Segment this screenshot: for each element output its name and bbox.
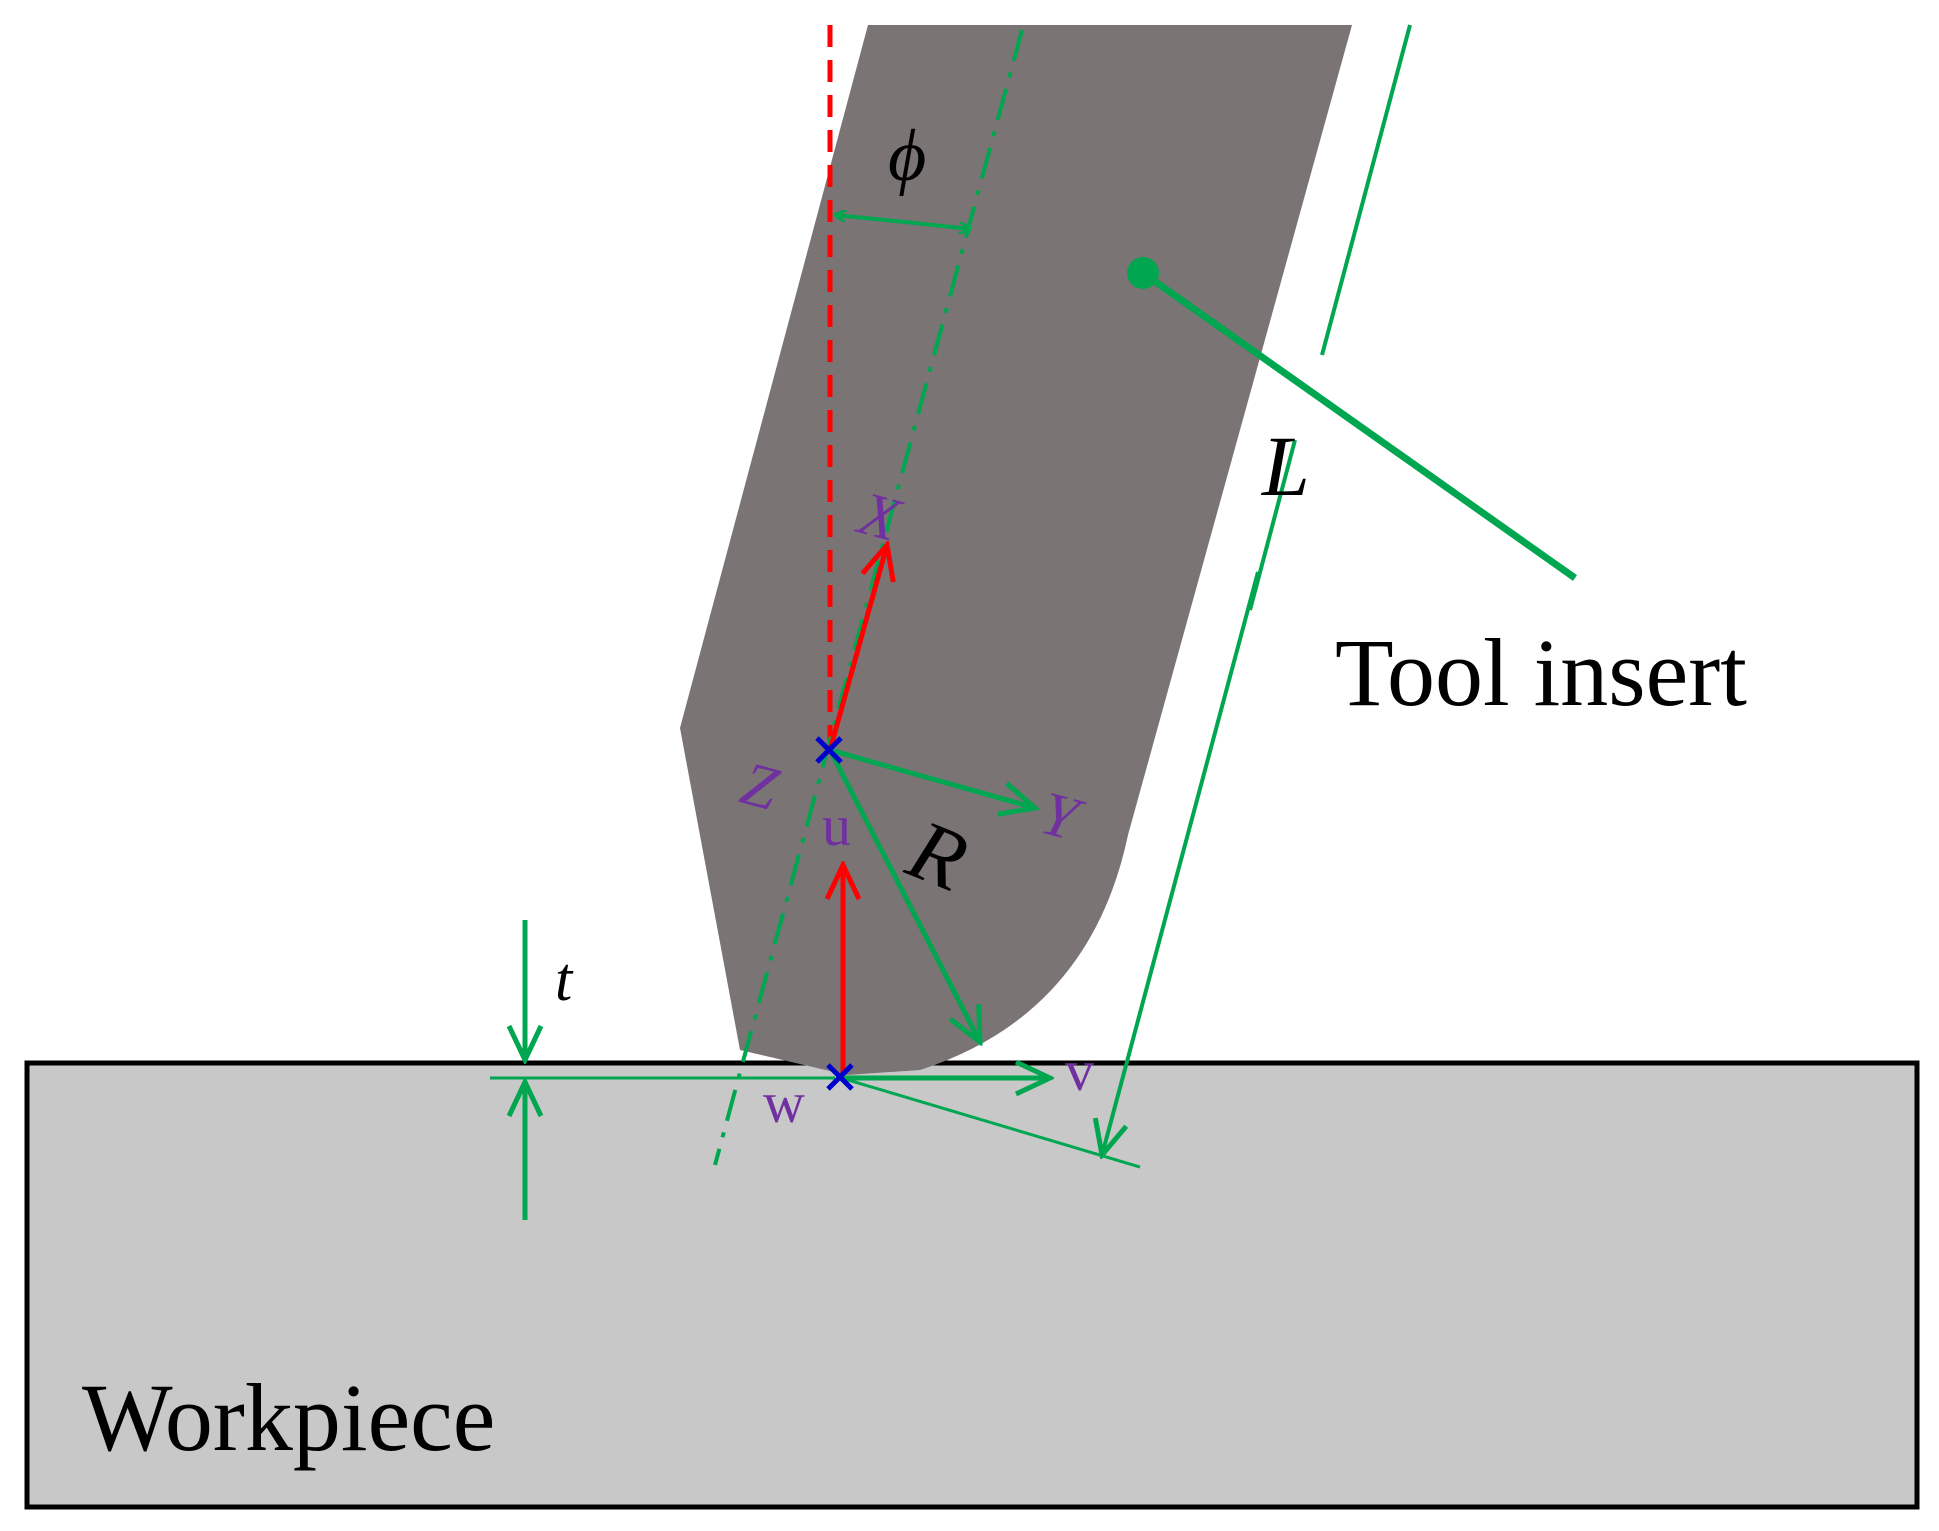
v-label: v	[1065, 1038, 1094, 1103]
Y-axis-arrow	[829, 747, 1035, 808]
L-dimension-arrow	[1102, 571, 1260, 1155]
tool-insert-body	[680, 25, 1352, 1075]
X-axis-arrow	[827, 545, 887, 751]
R-radius-arrow	[827, 748, 980, 1042]
tool-axis-line	[713, 29, 1024, 1166]
phi-dimension-arrow-left	[835, 215, 906, 224]
tool-insert-leader-line	[1140, 270, 1578, 581]
L-extension-line-top	[1320, 24, 1412, 356]
L-dimension-line-upper	[1248, 439, 1297, 611]
phi-label: ϕ	[888, 115, 926, 197]
workpiece-block	[24, 1060, 1920, 1510]
workpiece-origin-marker	[826, 1063, 854, 1091]
workpiece-label: Workpiece	[82, 1364, 495, 1471]
tool-insert-label: Tool insert	[1335, 619, 1747, 726]
tool-origin-marker	[815, 736, 843, 764]
w-label: w	[763, 1070, 805, 1135]
u-label: u	[822, 793, 851, 858]
t-label: t	[555, 946, 574, 1014]
phi-dimension-arrow-right	[904, 220, 970, 229]
L-label: L	[1260, 418, 1310, 514]
L-extension-line-bottom	[837, 1075, 1141, 1169]
